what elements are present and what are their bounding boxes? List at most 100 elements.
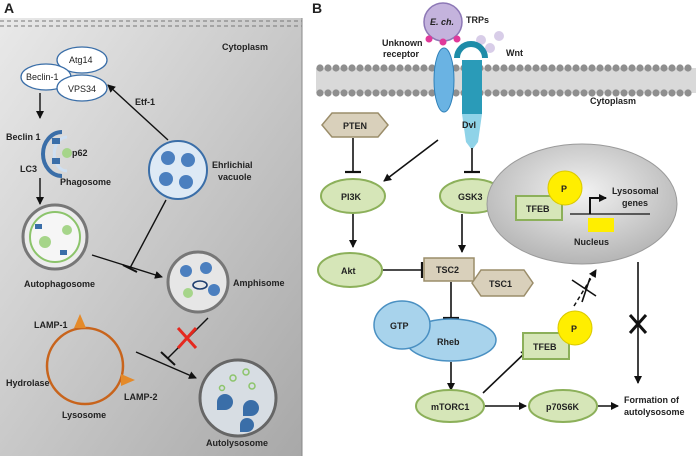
beclin-1-label: Beclin-1: [26, 72, 59, 82]
membrane-bilayer: [316, 64, 696, 97]
lc3-marker-b: [60, 250, 67, 255]
lipid-head: [540, 64, 548, 72]
lamp2-label: LAMP-2: [124, 392, 158, 402]
vps34-ellipse: [56, 74, 108, 102]
lamp-1-glyph: [74, 314, 86, 328]
lipid-head: [348, 64, 356, 72]
dashed-block-1: [571, 279, 597, 297]
mtorc1-label: mTORC1: [431, 402, 469, 412]
lipid-head: [324, 89, 332, 97]
lipid-head: [452, 89, 460, 97]
lipid-head: [492, 64, 500, 72]
degraded-bact-1: [217, 394, 233, 410]
lipid-head: [604, 64, 612, 72]
lipid-head: [628, 64, 636, 72]
autophagosome-label: Autophagosome: [24, 279, 95, 289]
akt-node: [317, 252, 383, 288]
frizzled-cap: [454, 41, 488, 59]
lipid-head: [388, 64, 396, 72]
lipid-head: [332, 89, 340, 97]
beclin-complex: [20, 46, 108, 102]
pten-node: [321, 112, 389, 138]
ehrlichia-4: [179, 175, 193, 189]
phospho-cyto: [557, 310, 593, 346]
lipid-head: [540, 89, 548, 97]
ehrlichial-vacuole: [148, 140, 208, 200]
lipid-head: [524, 64, 532, 72]
lipid-head: [588, 64, 596, 72]
inhibit-bar-amphisome: [160, 351, 176, 366]
trp-dot-3: [453, 35, 461, 43]
autolysosome: [198, 358, 278, 438]
tfeb-cyto-label: TFEB: [533, 342, 557, 352]
lipid-head: [356, 89, 364, 97]
unknown-receptor: [433, 47, 455, 113]
vesicle-2: [242, 368, 250, 376]
lipid-head: [420, 89, 428, 97]
lipid-head: [492, 89, 500, 97]
lipid-head: [324, 64, 332, 72]
cytoplasm-label: Cytoplasm: [222, 42, 268, 52]
lysosome-label: Lysosome: [62, 410, 106, 420]
lipid-head: [364, 64, 372, 72]
lipid-head: [380, 64, 388, 72]
ech-label: E. ch.: [430, 17, 454, 27]
lipid-head: [580, 64, 588, 72]
lipid-head: [564, 89, 572, 97]
mtorc1-node: [415, 389, 485, 423]
amphisome-label: Amphisome: [233, 278, 285, 288]
phagophore-inner: [52, 135, 68, 173]
lipid-head: [508, 89, 516, 97]
frizzled-receptor: [462, 60, 482, 114]
tsc2-label: TSC2: [436, 265, 459, 275]
lc3-label: LC3: [20, 164, 37, 174]
cargo-dot-2: [62, 225, 72, 235]
lipid-head: [428, 64, 436, 72]
dvl-tail: [462, 114, 482, 150]
p62-dot: [62, 148, 72, 158]
degraded-bact-2: [243, 400, 259, 416]
cargo-dot-1: [39, 236, 51, 248]
autophagosome-inner: [29, 211, 81, 263]
ehrlichia-1: [161, 151, 175, 165]
lipid-head: [628, 89, 636, 97]
lipid-head: [620, 64, 628, 72]
lipid-head: [572, 89, 580, 97]
lipid-head: [548, 89, 556, 97]
lipid-head: [516, 64, 524, 72]
lipid-head: [364, 89, 372, 97]
lipid-head: [564, 64, 572, 72]
lipid-head: [660, 64, 668, 72]
lipid-head: [588, 89, 596, 97]
lipid-head: [572, 64, 580, 72]
dashed-block-2: [581, 277, 591, 303]
panel-a: A Cytoplasm Atg14 Beclin-1 VPS34 Beclin …: [0, 0, 303, 456]
lipid-head: [652, 89, 660, 97]
lc3-marker: [52, 158, 60, 164]
pi3k-node: [320, 178, 386, 214]
block-x-2: [628, 314, 648, 334]
gtp-node: [373, 300, 431, 350]
lipid-head: [452, 64, 460, 72]
lipid-head: [412, 89, 420, 97]
vacuole-membrane: [148, 140, 208, 200]
lipid-head: [668, 64, 676, 72]
lipid-head: [404, 64, 412, 72]
dvl-label: Dvl: [462, 120, 476, 130]
lipid-head: [500, 89, 508, 97]
inhibit-line-vacuole: [129, 199, 167, 269]
lipid-head: [420, 64, 428, 72]
tsc1-label: TSC1: [489, 279, 512, 289]
atg14-ellipse: [56, 46, 108, 74]
lipid-head: [612, 64, 620, 72]
lipid-head: [412, 64, 420, 72]
amphisome-bact-2: [200, 262, 212, 274]
lipid-head: [484, 89, 492, 97]
autolysosome-label: Autolysosome: [206, 438, 268, 448]
lipid-head: [532, 64, 540, 72]
p62-label: p62: [72, 148, 88, 158]
lipid-head: [556, 64, 564, 72]
lc3-marker-a: [35, 224, 42, 229]
phospho-cyto-label: P: [571, 324, 577, 334]
